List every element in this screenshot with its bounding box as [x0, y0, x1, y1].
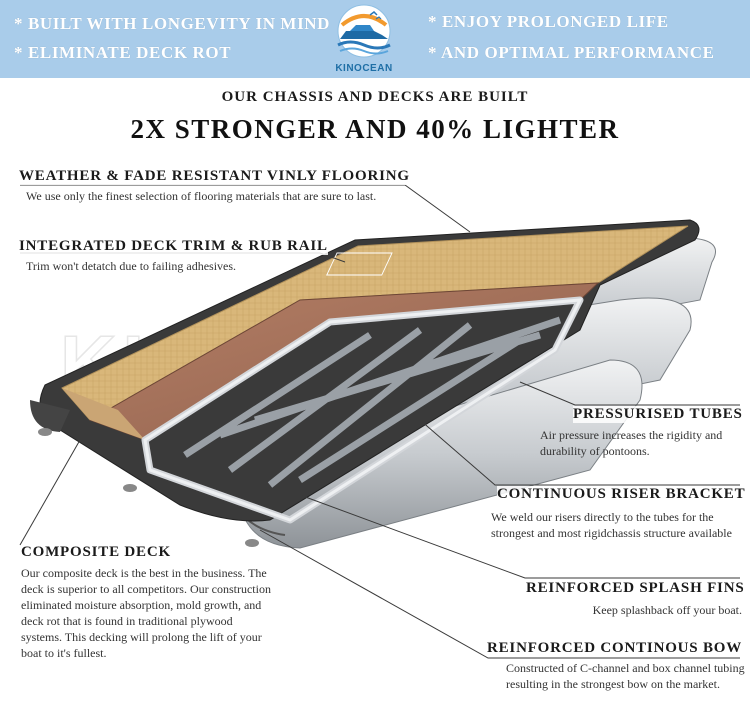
feature-title-composite: COMPOSITE DECK — [21, 544, 171, 561]
banner-bullet-2: * ELIMINATE DECK ROT — [14, 43, 232, 62]
headline: 2X STRONGER AND 40% LIGHTER — [130, 114, 620, 144]
boat-logo-icon — [337, 4, 391, 58]
feature-desc-trim: Trim won't detatch due to failing adhesi… — [26, 259, 237, 273]
kinocean-logo: KINOCEAN — [326, 3, 402, 75]
deck-frame-highlight — [143, 298, 583, 522]
feature-title-riser: CONTINUOUS RISER BRACKET — [497, 486, 746, 503]
feature-title-splash: REINFORCED SPLASH FINS — [526, 580, 745, 597]
feature-desc-flooring: We use only the finest selection of floo… — [26, 189, 377, 203]
feature-desc-composite: Our composite deck is the best in the bu… — [21, 566, 271, 660]
top-banner: * BUILT WITH LONGEVITY IN MIND * ELIMINA… — [0, 0, 750, 78]
feature-title-tubes: PRESSURISED TUBES — [573, 406, 743, 423]
feature-desc-tubes: Air pressure increases the rigidity and … — [540, 428, 723, 458]
banner-bullet-1: * BUILT WITH LONGEVITY IN MIND — [14, 14, 331, 33]
subheading: OUR CHASSIS AND DECKS ARE BUILT — [221, 89, 529, 105]
feature-desc-riser: We weld our risers directly to the tubes… — [491, 510, 732, 540]
feature-title-flooring: WEATHER & FADE RESISTANT VINLY FLOORING — [19, 168, 410, 185]
banner-bullet-3: * ENJOY PROLONGED LIFE — [428, 12, 669, 31]
logo-wordmark: KINOCEAN — [335, 63, 393, 74]
feature-title-trim: INTEGRATED DECK TRIM & RUB RAIL — [19, 238, 328, 255]
feature-desc-bow: Constructed of C-channel and box channel… — [506, 661, 745, 691]
feature-title-bow: REINFORCED CONTINOUS BOW — [487, 640, 743, 657]
banner-bullet-4: * AND OPTIMAL PERFORMANCE — [428, 43, 715, 62]
feature-desc-splash: Keep splashback off your boat. — [592, 603, 742, 617]
